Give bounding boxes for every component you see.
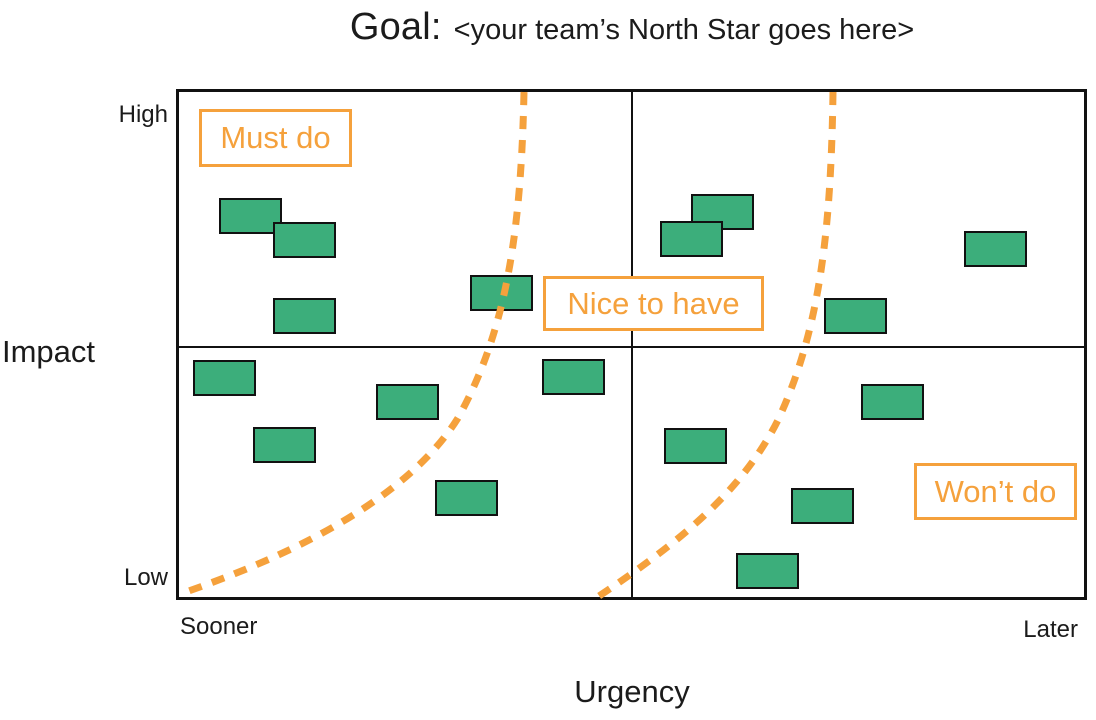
board-title[interactable]: Goal: <your team’s North Star goes here> xyxy=(350,6,914,49)
nice-to-have-text: Nice to have xyxy=(567,285,740,321)
sticky-note[interactable] xyxy=(861,384,924,420)
sticky-note[interactable] xyxy=(542,359,605,395)
sticky-note[interactable] xyxy=(824,298,887,334)
must-do-text: Must do xyxy=(220,120,331,155)
sticky-note[interactable] xyxy=(736,553,799,589)
sticky-note[interactable] xyxy=(964,231,1027,267)
sticky-note[interactable] xyxy=(470,275,533,311)
y-axis-min-label: Low xyxy=(123,564,168,591)
sticky-note[interactable] xyxy=(664,428,727,464)
sticky-note[interactable] xyxy=(376,384,439,420)
quadrant-label-nice-to-have[interactable]: Nice to have xyxy=(543,276,764,331)
x-axis-title: Urgency xyxy=(574,674,690,709)
quadrant-label-must-do[interactable]: Must do xyxy=(199,109,352,167)
sticky-note[interactable] xyxy=(273,222,336,258)
wont-do-text: Won’t do xyxy=(934,473,1057,509)
quadrant-label-wont-do[interactable]: Won’t do xyxy=(914,463,1077,520)
x-axis-max-label: Later xyxy=(1023,616,1078,643)
sticky-note[interactable] xyxy=(193,360,256,396)
vertical-divider xyxy=(631,92,633,597)
sticky-note[interactable] xyxy=(660,221,723,257)
sticky-note[interactable] xyxy=(253,427,316,463)
goal-placeholder-text[interactable]: <your team’s North Star goes here> xyxy=(453,14,915,46)
y-axis-max-label: High xyxy=(118,101,168,128)
sticky-note[interactable] xyxy=(791,488,854,524)
sticky-note[interactable] xyxy=(435,480,498,516)
x-axis-min-label: Sooner xyxy=(180,613,258,640)
sticky-note[interactable] xyxy=(273,298,336,334)
y-axis-title: Impact xyxy=(2,334,96,369)
horizontal-divider xyxy=(179,346,1084,348)
goal-prefix: Goal: xyxy=(349,6,442,48)
